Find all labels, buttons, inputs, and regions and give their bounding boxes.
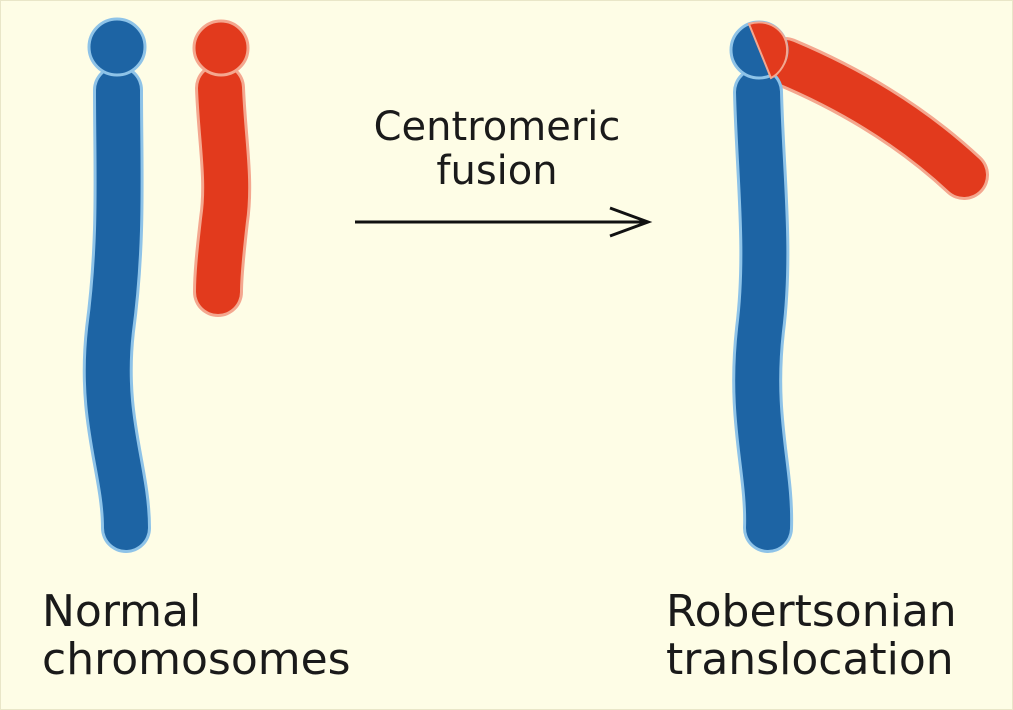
normal-chromosomes-label: Normal chromosomes — [42, 588, 351, 685]
robertsonian-translocation-label: Robertsonian translocation — [666, 588, 957, 685]
robertsonian-label-line-1: Robertsonian — [666, 588, 957, 636]
normal-red-chromosome — [194, 21, 248, 292]
blue-chromosome-arm — [108, 90, 126, 528]
normal-label-line-1: Normal — [42, 588, 351, 636]
arrow-label-line-1: Centromeric — [352, 105, 642, 149]
robertsonian-label-line-2: translocation — [666, 636, 957, 684]
red-centromere — [194, 21, 248, 75]
arrow-label-line-2: fusion — [352, 149, 642, 193]
arrow-label: Centromeric fusion — [352, 105, 642, 193]
normal-blue-chromosome — [89, 19, 145, 528]
blue-centromere — [89, 19, 145, 75]
translocated-blue-arm — [757, 92, 768, 528]
red-chromosome-arm — [218, 88, 226, 292]
fusion-arrow — [355, 208, 648, 236]
robertsonian-chromosome — [731, 22, 964, 528]
normal-label-line-2: chromosomes — [42, 636, 351, 684]
